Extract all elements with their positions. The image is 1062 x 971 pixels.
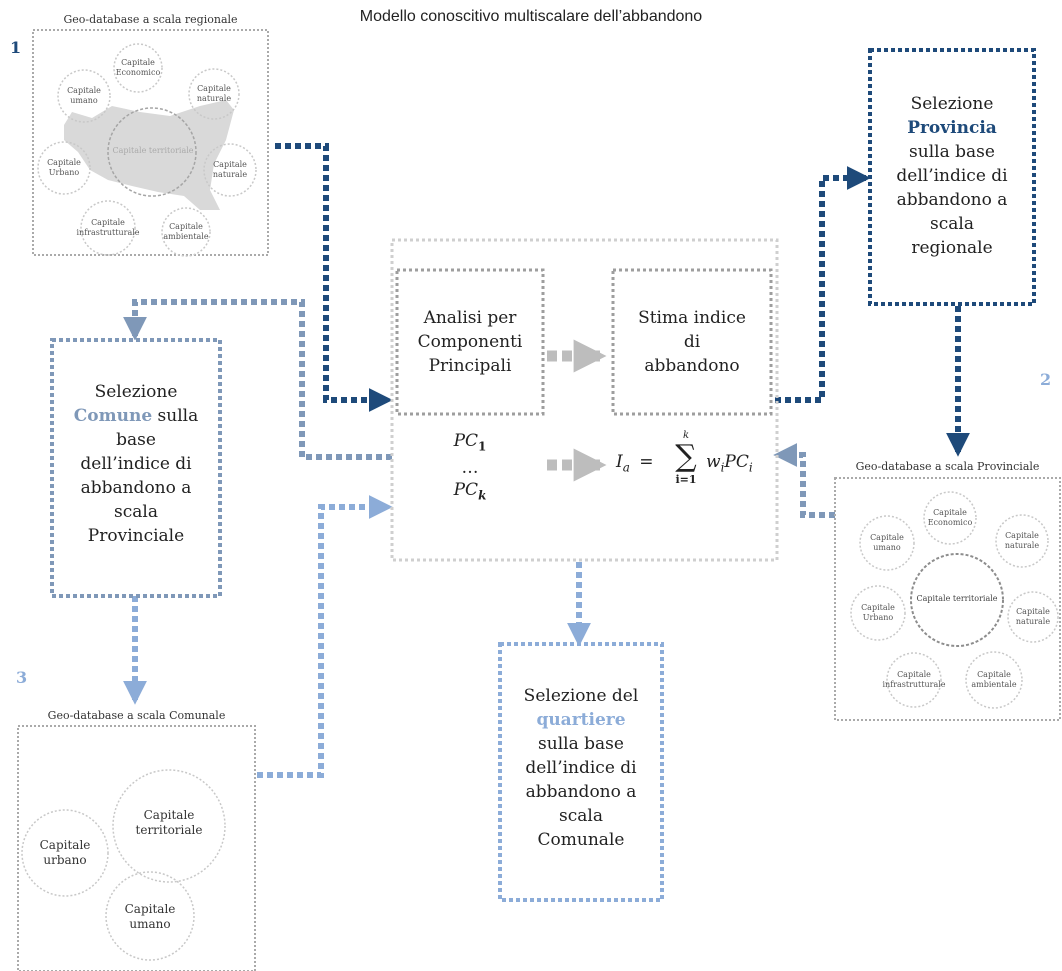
regional-capitale-naturale: Capitale naturale [196,84,232,103]
provincial-capitale-urbano: Capitale Urbano [861,603,895,622]
formula-term: wiPCi [706,452,753,475]
arrow-provdb-to-formula [773,443,835,518]
quartiere-keyword: quartiere [536,710,626,730]
provincial-db-frame [834,477,1061,721]
comunale-capitale-umano: Capitale umano [124,902,176,931]
step-number-1: 1 [10,38,22,57]
regional-capitale-economico: Capitale Economico [115,58,161,77]
analisi-frame [395,268,545,416]
comune-frame [50,338,222,598]
pc-list: PC1 … PCk [453,431,487,503]
sicily-map-shape [64,100,234,210]
quartiere-frame [498,642,664,902]
arrow-comunedb-to-center [257,495,393,778]
regional-capitale-infrastrutturale: Capitale infrastrutturale [76,218,140,237]
regional-capitale-urbano: Capitale Urbano [47,158,81,177]
regional-capitale-territoriale: Capitale territoriale [112,146,194,155]
provincial-db-label: Geo-database a scala Provinciale [855,460,1040,473]
provincial-capitale-naturale-2: Capitale naturale [1015,607,1051,626]
provincial-capitale-ambientale: Capitale ambientale [971,670,1017,689]
provincial-capitale-umano: Capitale umano [870,533,904,552]
comunale-db-label: Geo-database a scala Comunale [47,709,226,722]
provincia-frame [868,48,1036,306]
analisi-text: Analisi per Componenti Principali [417,308,523,376]
selezione-quartiere-text: Selezione del quartiere sulla base dell’… [500,684,662,852]
comunale-db-frame [17,725,256,971]
step-number-3: 3 [16,668,28,687]
regional-capitale-naturale-2: Capitale naturale [212,160,248,179]
regional-capitale-ambientale: Capitale ambientale [163,222,209,241]
comunale-capitale-urbano: Capitale urbano [39,838,91,867]
formula-sum: k ∑ i=1 [675,430,697,486]
selezione-provincia-text: Selezione Provincia sulla base dell’indi… [870,92,1034,260]
comunale-capitale-territoriale: Capitale territoriale [135,808,203,837]
selezione-comune-text: Selezione Comune sulla base dell’indice … [73,382,199,546]
arrow-stima-to-provincia [775,166,871,403]
provincia-keyword: Provincia [907,118,997,138]
provincial-capitale-territoriale: Capitale territoriale [916,594,998,603]
central-process-frame [390,238,779,562]
comune-keyword: Comune [73,406,153,426]
regional-capitale-umano: Capitale umano [67,86,101,105]
stima-text: Stima indice di abbandono [638,308,746,376]
step-number-2: 2 [1040,370,1052,389]
formula-abandonment-index: Ia = [616,452,654,475]
page-title: Modello conoscitivo multiscalare dell’ab… [359,8,703,25]
arrow-regional-to-analisi [275,143,393,412]
regional-db-label: Geo-database a scala regionale [63,13,238,26]
provincial-capitale-infrastrutturale: Capitale infrastrutturale [882,670,946,689]
arrow-center-to-comune [123,299,392,460]
provincial-capitale-economico: Capitale Economico [927,508,973,527]
stima-frame [611,268,773,416]
provincial-capitale-naturale: Capitale naturale [1004,531,1040,550]
